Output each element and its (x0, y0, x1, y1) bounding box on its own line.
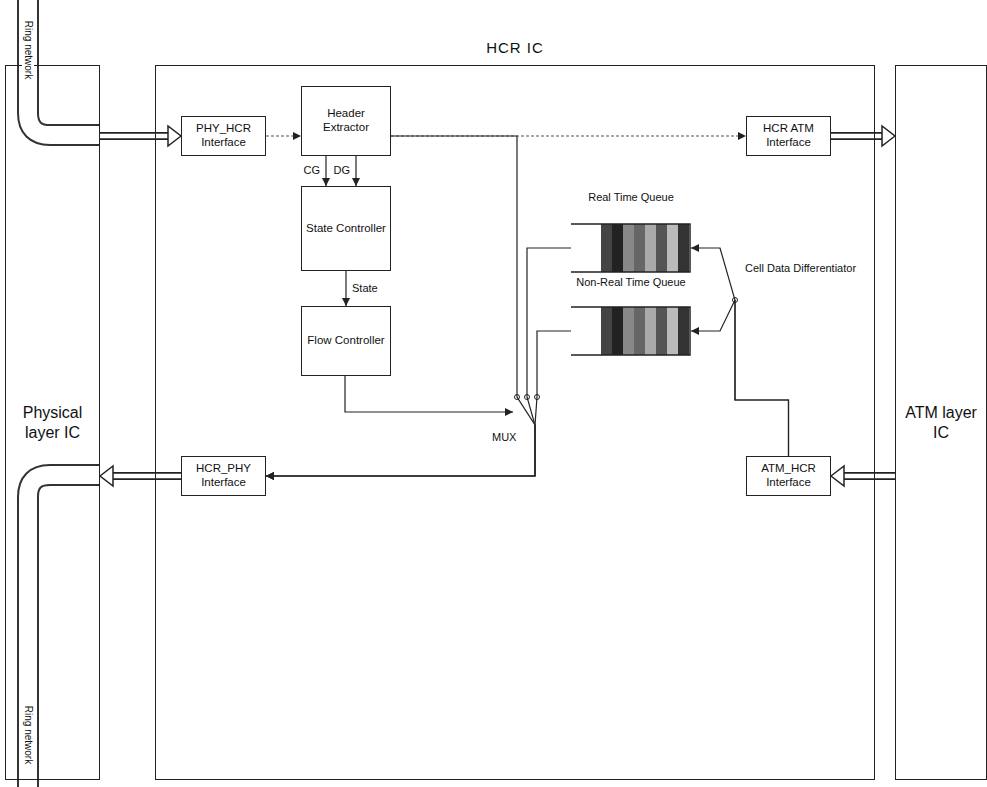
signal-line (691, 248, 789, 456)
signal-name: State (350, 282, 380, 295)
mux-label: MUX (490, 431, 518, 444)
ring-pipe (28, 0, 100, 135)
box-label: ATM_HCR Interface (751, 462, 826, 490)
queue-cell (678, 224, 689, 272)
signal-arrow (691, 248, 789, 456)
bus-inner (100, 134, 168, 139)
signal-line (266, 248, 571, 476)
signal-arrow (346, 271, 347, 306)
signal-arrow (326, 156, 327, 186)
bus-arrow (100, 466, 181, 486)
process-box: Flow Controller (301, 306, 391, 376)
bus-outline (100, 132, 168, 140)
queue-cell (634, 224, 645, 272)
queue-outline (571, 307, 690, 355)
signal-line (345, 271, 346, 306)
box-label: Header Extractor (306, 107, 386, 135)
signal-arrow (691, 300, 789, 456)
queue-outline (571, 224, 690, 272)
box-label: HCR ATM Interface (751, 122, 826, 150)
chip-box: HCR ICPHY_HCR InterfaceHeader ExtractorH… (155, 65, 875, 780)
signal-line (355, 156, 356, 186)
bus-arrowhead (100, 466, 113, 486)
queue: Non-Real Time Queue (571, 276, 691, 356)
bus-arrowhead (831, 466, 844, 486)
queue: Real Time Queue (571, 191, 691, 273)
bus-arrow (831, 466, 895, 486)
mux-control-line (345, 375, 513, 412)
queue-cell (678, 307, 689, 355)
signal-arrow (356, 156, 357, 186)
process-box: Header Extractor (301, 86, 391, 156)
queue-cell (634, 307, 645, 355)
network-label: Ring network (22, 19, 34, 81)
ring-pipe-inner (28, 0, 101, 135)
switch-label: Cell Data Differentiator (743, 262, 858, 275)
box-label: HCR IC (156, 39, 874, 61)
interface-box: HCR_PHY Interface (181, 456, 266, 496)
queue-cell (623, 307, 634, 355)
network-label: Ring network (22, 704, 34, 766)
queue-cell (612, 224, 623, 272)
interface-box: PHY_HCR Interface (181, 116, 266, 156)
box-label: ATM layer IC (902, 403, 980, 443)
signal-line (691, 300, 789, 456)
queue-body (571, 306, 691, 356)
queue-cell (667, 307, 678, 355)
box-label: HCR_PHY Interface (186, 462, 261, 490)
queue-cell (601, 307, 612, 355)
signal-name: CG (302, 164, 323, 177)
layer-ic-box: ATM layer IC (895, 65, 987, 780)
interface-box: HCR ATM Interface (746, 116, 831, 156)
box-label: Flow Controller (307, 334, 384, 348)
signal-line (266, 135, 301, 136)
signal-line (325, 156, 326, 186)
signal-arrow (266, 136, 535, 476)
queue-body (571, 223, 691, 273)
bus-arrowhead (168, 126, 181, 146)
queue-cell (645, 307, 656, 355)
queue-cell (656, 307, 667, 355)
bus-arrow (831, 126, 895, 146)
signal-arrow (266, 136, 301, 137)
ring-pipe-inner (28, 475, 101, 787)
bus-outline (844, 472, 895, 480)
queue-cell (667, 224, 678, 272)
bus-inner (844, 474, 895, 479)
signal-name: DG (332, 164, 353, 177)
process-box: State Controller (301, 186, 391, 271)
ring-pipe (28, 475, 100, 787)
queue-cell (601, 224, 612, 272)
signal-arrow (266, 248, 571, 476)
queue-cell (656, 224, 667, 272)
bus-inner (113, 474, 181, 479)
box-label: PHY_HCR Interface (186, 122, 261, 150)
queue-label: Real Time Queue (571, 191, 691, 204)
bus-outline (113, 472, 181, 480)
bus-arrow (100, 126, 181, 146)
queue-label: Non-Real Time Queue (571, 276, 691, 289)
interface-box: ATM_HCR Interface (746, 456, 831, 496)
signal-line (266, 136, 535, 476)
box-label: Physical layer IC (12, 403, 93, 443)
box-label: State Controller (306, 222, 386, 236)
bus-arrowhead (882, 126, 895, 146)
queue-cell (623, 224, 634, 272)
layer-ic-box: Physical layer IC (5, 65, 100, 780)
queue-cell (612, 307, 623, 355)
queue-cell (645, 224, 656, 272)
